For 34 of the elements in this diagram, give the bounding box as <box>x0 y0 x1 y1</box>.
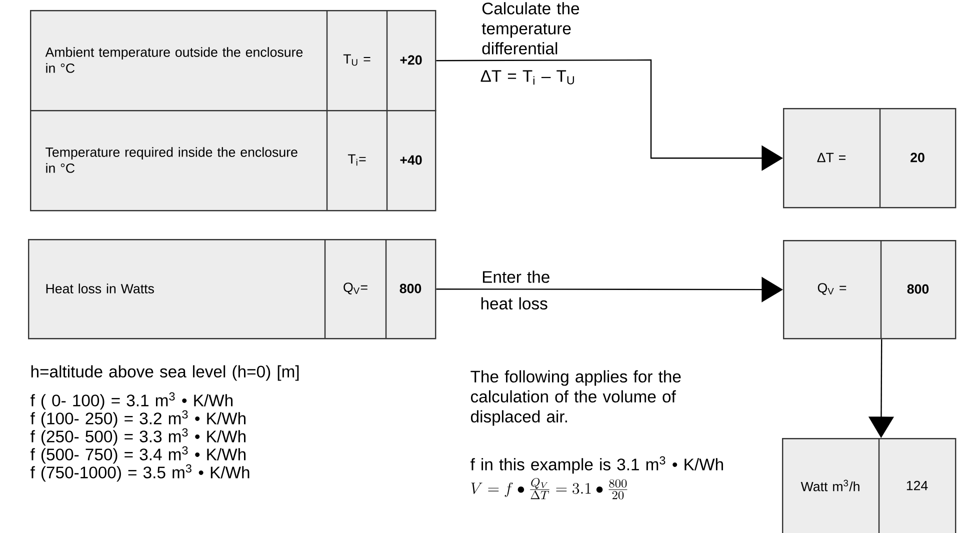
note-text: heat loss <box>481 297 548 310</box>
cell-text: Heat loss in Watts <box>46 284 154 294</box>
note-text: f (750-1000) = 3.5 m$^{3}$ • K/Wh <box>30 464 250 482</box>
table-row <box>30 10 436 112</box>
cell-text: Q$_{V}$ = <box>818 283 846 295</box>
cell-text: +20 <box>400 55 422 65</box>
note-text: h=altitude above sea level (h=0) [m] <box>31 365 299 381</box>
note-text: ΔT = T$_{i}$ – T$_{U}$ <box>480 70 574 85</box>
table-row <box>30 110 436 212</box>
cell-text: 124 <box>906 480 928 490</box>
note-text: f (250- 500) = 3.3 m$^{3}$ • K/Wh <box>30 428 246 446</box>
cell-text: Temperature required inside the enclosure in °C <box>46 147 298 173</box>
edge-label: Enter the <box>482 270 550 283</box>
table-row <box>783 108 956 208</box>
formula: $V = f \bullet \frac{Q_V}{\Delta T} = 3.1 \bullet \frac{800}{20}$ <box>471 478 628 500</box>
note-text: f ( 0- 100) = 3.1 m$^{3}$ • K/Wh <box>30 392 232 410</box>
cell-text: 800 <box>400 284 422 294</box>
note-text: f in this example is 3.1 m$^{3}$ • K/Wh <box>470 456 723 474</box>
cell-text: Ambient temperature outside the enclosure in °C <box>45 47 303 73</box>
table-row <box>28 239 436 340</box>
cell-text: T$_{U}$ = <box>343 54 370 66</box>
cell-text: T$_{i}$= <box>348 154 366 166</box>
cell-text: Q$_{V}$= <box>344 282 368 294</box>
note-text: The following applies for the calculation of the volume of displaced air. <box>470 370 681 426</box>
note-text: f (100- 250) = 3.2 m$^{3}$ • K/Wh <box>30 410 246 428</box>
cell-text: +40 <box>400 155 422 165</box>
note-text: f (500- 750) = 3.4 m$^{3}$ • K/Wh <box>30 446 246 464</box>
edge-label: Calculate the temperature differential <box>482 2 580 54</box>
table-row <box>782 438 956 533</box>
cell-text: 800 <box>907 284 929 294</box>
cell-text: 20 <box>910 152 924 162</box>
cell-text: ΔT = <box>817 152 846 162</box>
table-row <box>783 240 956 340</box>
cell-text: Watt m$^{3}$/h <box>800 480 860 492</box>
